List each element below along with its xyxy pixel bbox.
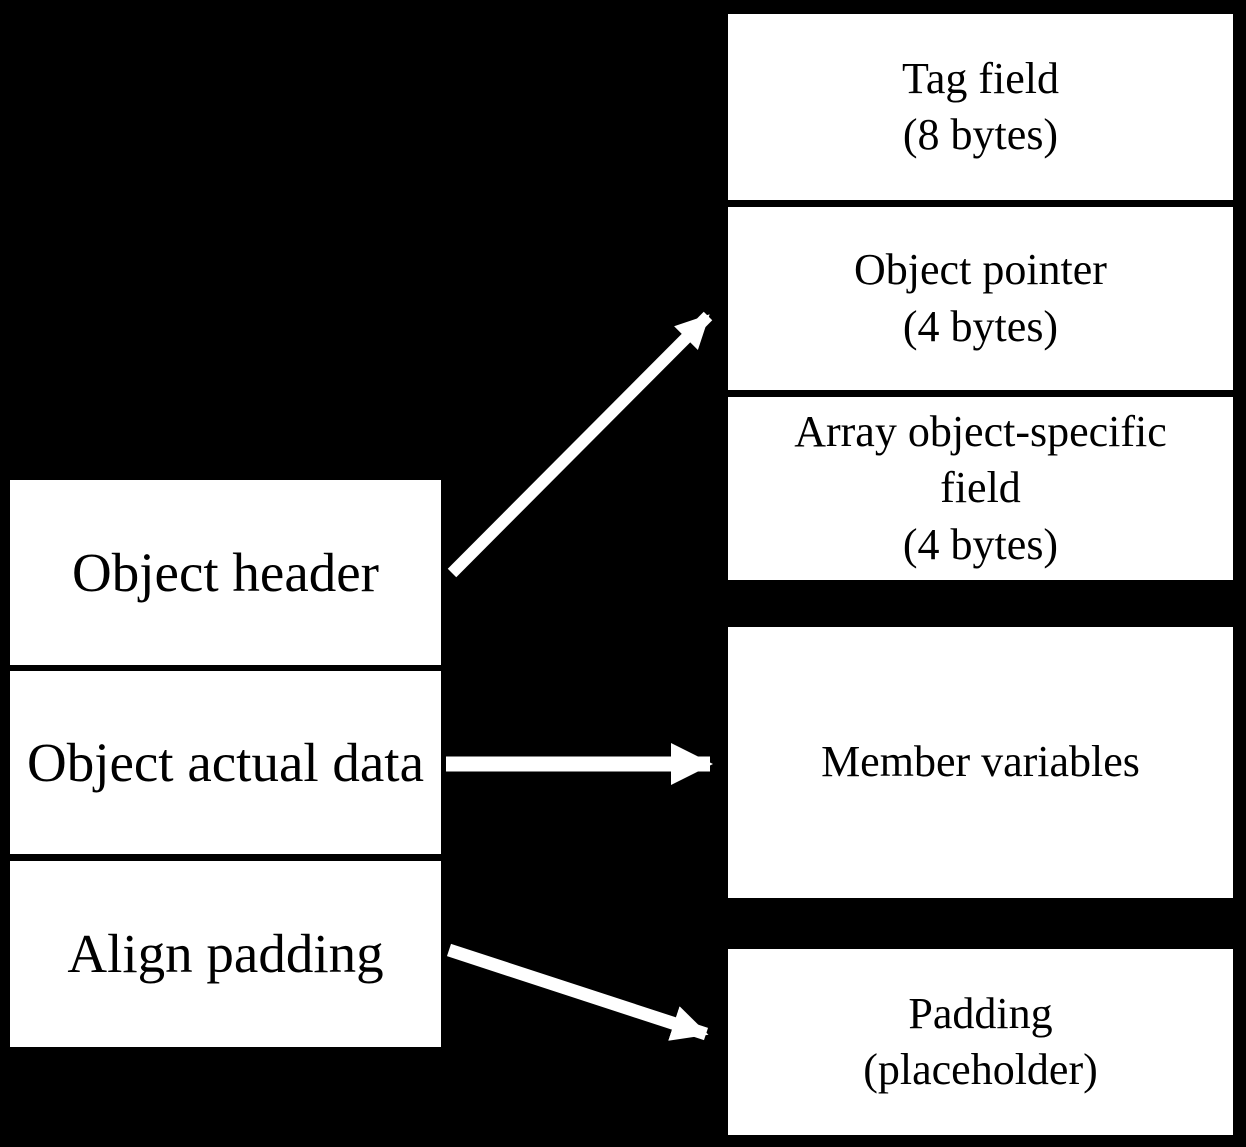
object-header-label: Object header (72, 541, 379, 603)
padding-placeholder-box: Padding (placeholder) (728, 949, 1233, 1135)
arrow-header-to-pointer-icon (447, 311, 713, 578)
tag-field-box: Tag field (8 bytes) (728, 14, 1233, 200)
member-variables-box: Member variables (728, 627, 1233, 898)
padding-title: Padding (908, 988, 1053, 1038)
member-variables-title: Member variables (821, 737, 1140, 787)
object-pointer-title: Object pointer (854, 245, 1107, 295)
align-padding-label: Align padding (67, 923, 384, 985)
array-object-specific-field-size: (4 bytes) (902, 519, 1059, 569)
arrow-align-padding-to-padding-icon (446, 943, 709, 1041)
object-pointer-box: Object pointer (4 bytes) (728, 207, 1233, 390)
array-object-specific-field-title: Array object-specific field (794, 407, 1167, 513)
object-actual-data-label: Object actual data (26, 731, 424, 793)
object-header-box: Object header (10, 480, 441, 665)
object-actual-data-box: Object actual data (10, 671, 441, 854)
tag-field-size: (8 bytes) (902, 110, 1059, 159)
align-padding-box: Align padding (10, 861, 441, 1047)
array-object-specific-field-box: Array object-specific field (4 bytes) (728, 397, 1233, 580)
padding-subtitle: (placeholder) (863, 1045, 1098, 1094)
object-pointer-size: (4 bytes) (902, 301, 1059, 351)
tag-field-title: Tag field (902, 53, 1059, 103)
